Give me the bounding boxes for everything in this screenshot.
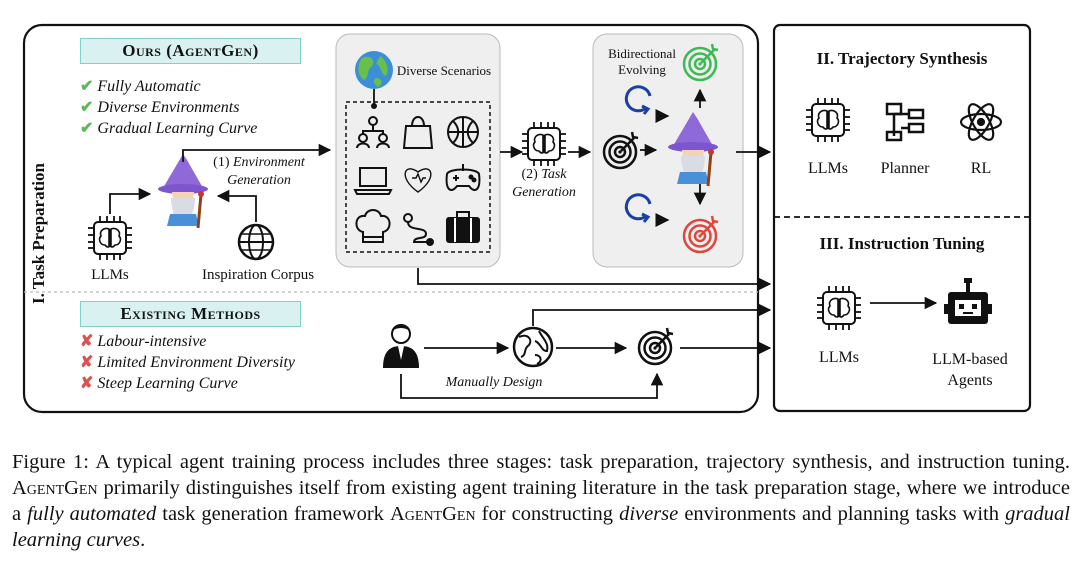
bidirectional-text: Bidirectional (608, 46, 676, 61)
step2-text: Task (541, 167, 567, 182)
brain-chip-icon (521, 121, 567, 167)
atom-icon (959, 103, 1003, 141)
caption-emphasis: gradual learning curves (12, 503, 1071, 551)
manually-design-label: Manually Design (445, 375, 543, 390)
caption-emphasis: diverse (619, 503, 679, 525)
earth-icon (355, 51, 393, 89)
check-icon: ✔ (80, 120, 94, 137)
existing-item-label: Labour-intensive (97, 333, 207, 350)
task-preparation-title: I. Task Preparation (29, 163, 48, 304)
step1-text: Generation (227, 173, 291, 188)
trajectory-synthesis-title: II. Trajectory Synthesis (816, 49, 988, 68)
caption-text: environments and planning tasks with (678, 503, 1006, 525)
step1-text: Environment (233, 155, 305, 170)
planner-icon (885, 102, 925, 142)
caption-agentgen: AgentGen (389, 503, 476, 525)
tuning-llms-label: LLMs (819, 349, 859, 366)
inspiration-corpus-label: Inspiration Corpus (201, 267, 315, 283)
trajectory-llms-label: LLMs (808, 160, 848, 177)
step1-number: (1) (213, 155, 230, 170)
route-icon (403, 213, 434, 246)
diverse-scenarios-panel (335, 33, 501, 268)
ours-item: ✔Fully Automatic (80, 76, 201, 97)
gamepad-icon (445, 164, 481, 191)
instruction-tuning-title: III. Instruction Tuning (819, 234, 985, 253)
existing-item: ✘Limited Environment Diversity (80, 352, 295, 373)
ours-item-label: Fully Automatic (97, 78, 201, 95)
laptop-icon (353, 167, 393, 195)
caption-text: primarily distinguishes itself from exis… (12, 477, 1070, 525)
existing-item-label: Steep Learning Curve (97, 375, 238, 392)
arrow-corpus-to-wizard (216, 189, 257, 222)
person-suit-icon (383, 324, 419, 368)
step2-number: (2) (521, 167, 538, 182)
arrow-llms-to-wizard (109, 187, 152, 214)
ours-item-label: Gradual Learning Curve (97, 120, 258, 137)
robot-icon (944, 278, 992, 324)
cross-icon: ✘ (80, 333, 94, 350)
scenario-grid-frame (345, 101, 491, 253)
brain-chip-icon (87, 215, 133, 261)
arrow-env-generation (182, 143, 332, 162)
caption-text: . (140, 529, 146, 551)
suitcase-icon (446, 211, 480, 243)
diverse-scenarios-label: Diverse Scenarios (396, 63, 492, 78)
heart-stethoscope-icon (404, 168, 432, 193)
check-icon: ✔ (80, 78, 94, 95)
caption-text: for constructing (475, 503, 620, 525)
existing-item: ✘Labour-intensive (80, 331, 206, 352)
caption-text: task generation framework (156, 503, 390, 525)
check-icon: ✔ (80, 99, 94, 116)
agents-label-line: LLM-based (932, 351, 1008, 368)
arrow-scenarios-to-right (417, 268, 772, 291)
brain-chip-icon (805, 97, 851, 143)
trajectory-rl-label: RL (970, 160, 992, 177)
ours-item: ✔Gradual Learning Curve (80, 118, 257, 139)
cross-icon: ✘ (80, 375, 94, 392)
llms-label: LLMs (91, 267, 129, 283)
brain-chip-icon (816, 285, 862, 331)
bag-icon (402, 116, 434, 149)
connector-dot (371, 103, 377, 109)
earth-icon (512, 326, 554, 368)
globe-grid-icon (237, 223, 275, 261)
ours-item-label: Diverse Environments (97, 99, 240, 116)
caption-text: Figure 1: A typical agent training proce… (12, 451, 1070, 473)
caption-emphasis: fully automated (27, 503, 157, 525)
existing-title: Existing Methods (80, 301, 301, 327)
arrow-manual-design (400, 372, 664, 399)
figure-caption: Figure 1: A typical agent training proce… (12, 449, 1070, 553)
caption-agentgen: AgentGen (12, 477, 98, 499)
step2-text: Generation (512, 185, 576, 200)
ours-title: Ours (AgentGen) (80, 38, 301, 64)
existing-item: ✘Steep Learning Curve (80, 373, 238, 394)
trajectory-planner-label: Planner (880, 160, 930, 177)
arrow-env-to-right (532, 303, 772, 326)
existing-item-label: Limited Environment Diversity (97, 354, 295, 371)
bidirectional-text: Evolving (618, 62, 666, 77)
cross-icon: ✘ (80, 354, 94, 371)
basketball-icon (447, 116, 479, 148)
people-tree-icon (356, 116, 390, 149)
agents-label-line: Agents (947, 372, 993, 389)
ours-item: ✔Diverse Environments (80, 97, 239, 118)
chef-hat-icon (355, 209, 391, 243)
